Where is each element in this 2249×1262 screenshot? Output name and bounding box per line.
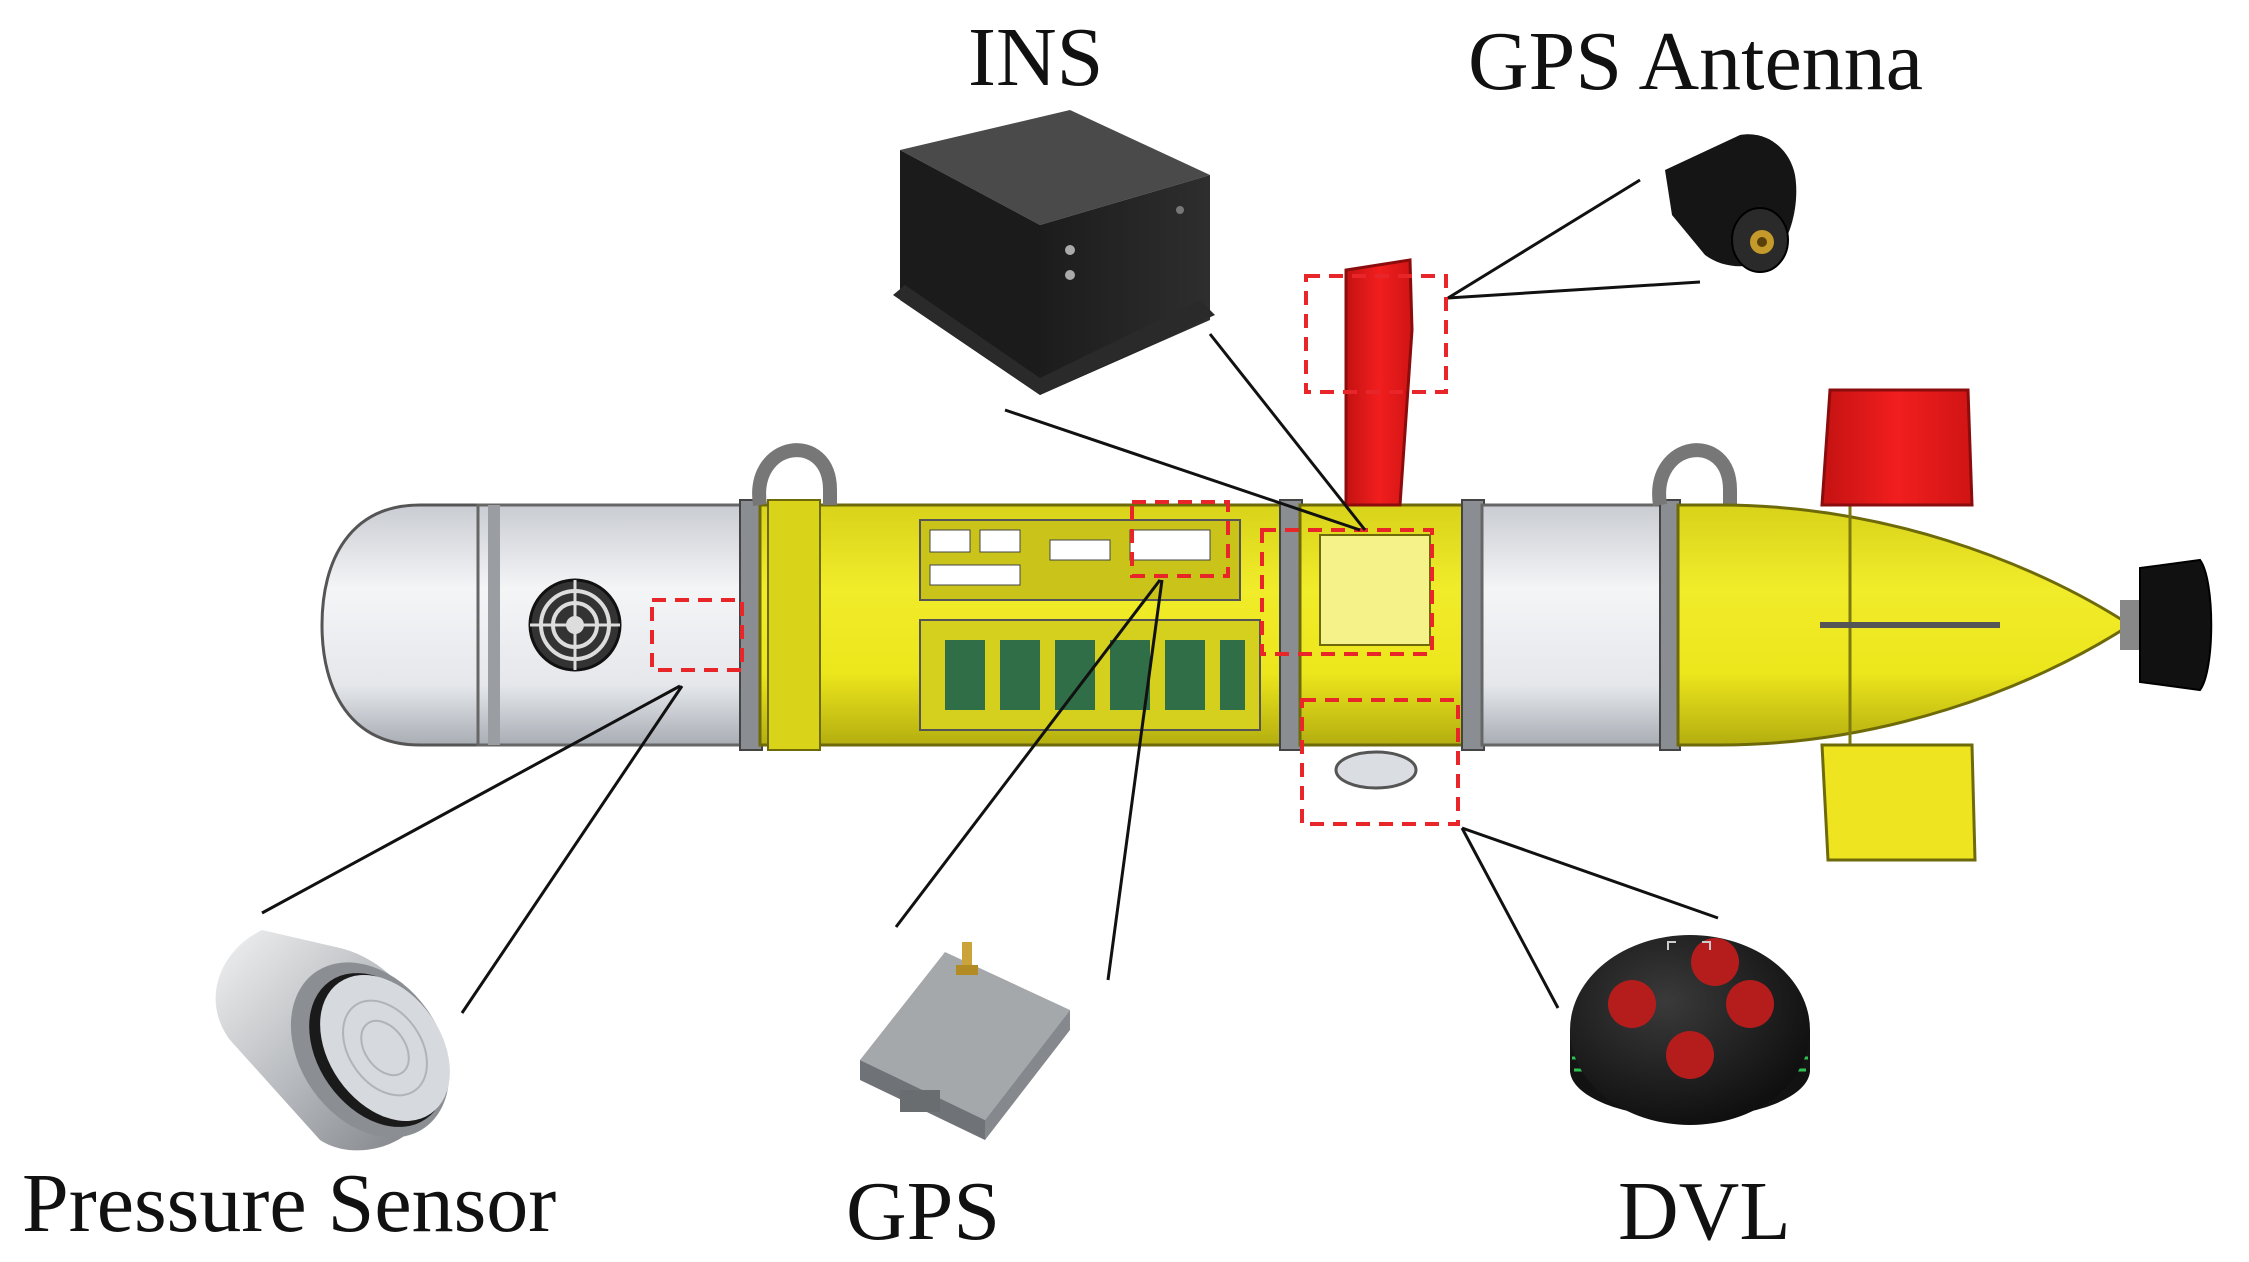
leader-line-ins [1208,333,1367,531]
gps-antenna-label: GPS Antenna [1468,15,1924,108]
leader-line-gps-antenna [1447,178,1641,300]
highlight-box-dvl [1300,698,1460,826]
auv-hull [320,258,2213,862]
leader-line-dvl [1461,826,1719,920]
red-mast [1344,258,1414,507]
propeller-hub [2120,600,2140,650]
leader-line-gps [1106,579,1164,981]
dvl-sensor-icon [1570,935,1810,1125]
lifting-handle [1652,443,1737,507]
leader-line-pressure-sensor [261,684,681,915]
acoustic-grille [528,578,622,672]
ins-unit-icon [893,110,1215,395]
ins-mount [1319,534,1431,646]
lower-fin [1820,743,1977,862]
pressure-sensor-icon [215,930,450,1151]
dvl-label: DVL [1618,1165,1791,1258]
leader-line-dvl [1460,827,1560,1009]
lifting-handle [752,443,837,507]
highlight-box-gps [1130,500,1230,578]
highlight-box-pressure-sensor [650,598,744,672]
propeller-shroud [2139,558,2213,692]
hull-ring [488,505,500,745]
highlight-boxes [650,274,1460,826]
hull-ring [767,499,821,751]
nose-dome [320,503,482,747]
ins-label: INS [968,11,1104,104]
leader-line-gps-antenna [1447,280,1701,300]
leader-line-ins [1004,408,1361,532]
highlight-box-ins [1260,528,1434,656]
gps-label: GPS [846,1165,1001,1258]
gps-module-icon [860,942,1070,1140]
leader-line-gps [894,579,1162,928]
pressure-sensor-label: Pressure Sensor [22,1157,557,1250]
rear-section [1480,503,1674,747]
electronics-board [919,519,1261,731]
leader-lines [261,178,1719,1014]
upper-fin [1820,388,1974,507]
dvl-housing [1334,750,1418,790]
leader-line-pressure-sensor [460,685,684,1014]
antenna-icon [1665,134,1797,273]
highlight-box-gps-antenna [1304,274,1448,394]
